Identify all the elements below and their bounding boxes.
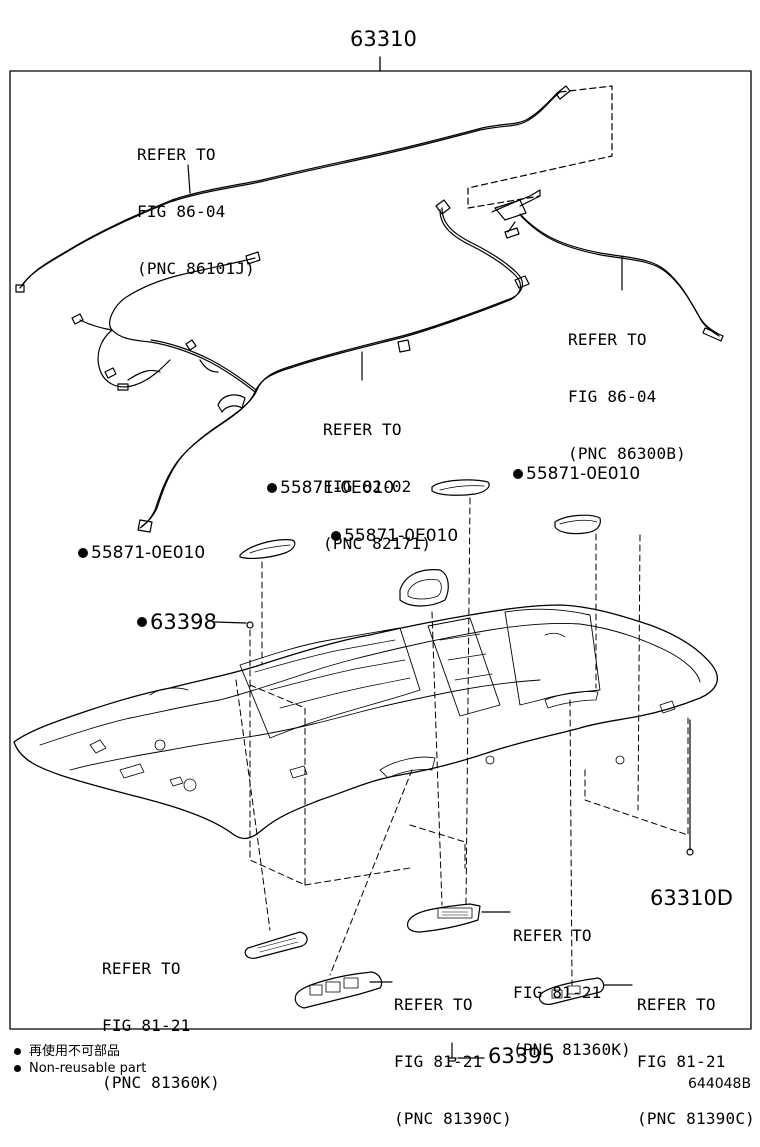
illustration-code: 644048B [688,1076,752,1092]
leader-86101j [187,164,191,194]
refer-line: FIG 86-04 [137,202,226,221]
refer-line: FIG 81-21 [394,1052,483,1071]
legend-row-jp: 再使用不可部品 [14,1043,146,1060]
refer-label-81360k-right: REFER TO FIG 81-21 (PNC 81360K) [513,888,631,1078]
refer-line: FIG 81-21 [102,1016,191,1035]
harness-clip-dashed-guide [467,85,613,209]
part-number-pad-right: 55871-0E010 [513,464,640,484]
part-number-text: 55871-0E010 [344,526,459,546]
non-reusable-dot-icon [513,469,523,479]
component-81360k-right [406,903,481,933]
refer-label-81390c-right: REFER TO FIG 81-21 (PNC 81390C) [637,957,755,1147]
refer-line: FIG 81-21 [513,983,602,1002]
part-number-pad-top: 55871-0E010 [267,478,394,498]
legend-text-jp: 再使用不可部品 [29,1044,121,1059]
refer-line: REFER TO [394,995,473,1014]
legend: 再使用不可部品 Non-reusable part [14,1043,146,1077]
refer-line: FIG 81-21 [637,1052,726,1071]
refer-label-86300b: REFER TO FIG 86-04 (PNC 86300B) [568,292,686,482]
refer-line: (PNC 86101J) [137,259,255,278]
clip-63398 [214,621,254,629]
non-reusable-dot-icon [14,1048,21,1055]
component-81390c-mid [294,971,383,1009]
part-number-clip: 63398 [137,610,217,634]
non-reusable-dot-icon [267,483,277,493]
refer-line: (PNC 81360K) [513,1040,631,1059]
pad-55871-left [239,539,296,559]
refer-label-81360k-left: REFER TO FIG 81-21 (PNC 81360K) [102,921,220,1111]
wire-harness-86300b [491,189,724,342]
part-number-text: 63310D [650,886,733,910]
part-number-pad-left: 55871-0E010 [78,543,205,563]
refer-line: FIG 82-02 [323,477,412,496]
part-number-text: 55871-0E010 [91,543,206,563]
refer-line: (PNC 86300B) [568,444,686,463]
part-number-screw: 63395 [488,1044,555,1068]
non-reusable-dot-icon [331,531,341,541]
refer-line: REFER TO [568,330,647,349]
part-number-text: 55871-0E010 [526,464,641,484]
non-reusable-dot-icon [137,617,147,627]
part-number-text: 63398 [150,610,217,634]
part-number-headliner-clip: 63310D [650,886,733,910]
refer-line: REFER TO [637,995,716,1014]
refer-label-86101j: REFER TO FIG 86-04 (PNC 86101J) [137,107,255,297]
wire-harness-82171 [71,199,530,533]
refer-line: FIG 86-04 [568,387,657,406]
refer-line: REFER TO [323,420,402,439]
clip-63310d [686,719,694,856]
top-part-number: 63310 [350,27,417,51]
pad-55871-right [554,514,601,535]
wire-harness-86101j [15,85,571,293]
legend-text-en: Non-reusable part [29,1061,147,1076]
refer-line: REFER TO [137,145,216,164]
pad-55871-mid [399,569,449,607]
refer-line: REFER TO [513,926,592,945]
assembly-dashed-guides [235,497,689,986]
part-number-text: 55871-0E010 [280,478,395,498]
non-reusable-dot-icon [14,1065,21,1072]
component-81360k-left [244,931,308,959]
headliner-exploded-diagram [9,56,752,1062]
headliner-panel [13,604,718,840]
refer-line: REFER TO [102,959,181,978]
refer-line: (PNC 81360K) [102,1073,220,1092]
legend-row-en: Non-reusable part [14,1060,146,1077]
part-number-text: 63395 [488,1044,555,1068]
screw-63395 [447,1042,485,1062]
pad-55871-top [431,479,490,496]
non-reusable-dot-icon [78,548,88,558]
part-number-pad-mid: 55871-0E010 [331,526,458,546]
